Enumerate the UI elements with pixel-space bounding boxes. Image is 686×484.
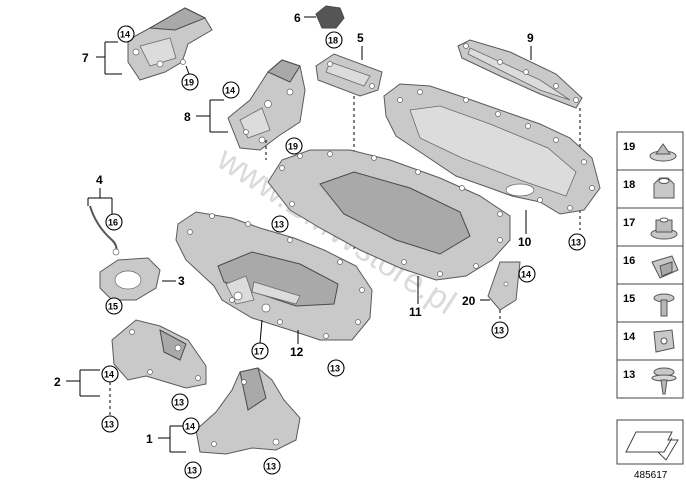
badge-19: 19: [288, 142, 298, 152]
part-20-small-panel: 20 14 13: [462, 261, 536, 339]
badge-13: 13: [330, 364, 340, 374]
badge-16: 16: [108, 218, 118, 228]
badge-14: 14: [225, 86, 235, 96]
badge-13: 13: [571, 238, 581, 248]
spring-clip-icon: [651, 255, 679, 279]
badge-19: 19: [184, 78, 194, 88]
callout-11: 11: [409, 305, 422, 319]
callout-1: 1: [146, 432, 153, 446]
badge-13: 13: [104, 420, 114, 430]
callout-8: 8: [184, 110, 191, 124]
part-3-bezel: 3 15: [99, 257, 185, 315]
badge-13: 13: [174, 398, 184, 408]
part-6-clip: 6 18: [294, 5, 345, 49]
hex-screw-icon: [653, 293, 675, 317]
badge-13: 13: [187, 466, 197, 476]
part-7-shield: [127, 7, 213, 81]
legend-label-14: 14: [623, 331, 636, 343]
badge-15: 15: [108, 302, 118, 312]
direction-arrow-icon: [625, 431, 679, 461]
legend-label-18: 18: [623, 179, 635, 191]
callout-10: 10: [518, 235, 532, 249]
callout-5: 5: [357, 31, 364, 45]
reference-number: 485617: [634, 470, 668, 481]
badge-14: 14: [120, 30, 130, 40]
part-10-rear-panel: 10 13: [383, 83, 601, 251]
part-7-callout: 7 14 19: [82, 25, 199, 91]
part-8-callout: 8 14 19: [184, 81, 303, 160]
badge-14: 14: [185, 422, 195, 432]
callout-6: 6: [294, 11, 301, 25]
callout-2: 2: [54, 375, 61, 389]
badge-18: 18: [328, 36, 338, 46]
part-12-front-panel: 12 17 13: [175, 211, 373, 377]
part-1-shield: 1 14 13 13: [146, 367, 301, 479]
fastener-legend: 19 18 17 16 15 14 13: [616, 131, 684, 465]
flange-nut-icon: [650, 217, 678, 240]
legend-label-16: 16: [623, 255, 635, 267]
hex-nut-icon: [653, 177, 675, 199]
callout-12: 12: [290, 345, 304, 359]
part-9-rail: 9: [457, 31, 583, 230]
part-2-shield: 2 14 13 13: [54, 319, 207, 433]
callout-7: 7: [82, 51, 89, 65]
badge-13: 13: [274, 220, 284, 230]
legend-label-15: 15: [623, 293, 635, 305]
washer-screw-icon: [651, 367, 677, 395]
badge-14: 14: [521, 270, 531, 280]
callout-9: 9: [527, 31, 534, 45]
legend-label-19: 19: [623, 141, 635, 153]
callout-3: 3: [178, 274, 185, 288]
part-8-shield: [227, 59, 306, 151]
legend-label-13: 13: [623, 369, 635, 381]
badge-13: 13: [494, 326, 504, 336]
badge-13: 13: [266, 462, 276, 472]
part-5-bracket: 5: [315, 31, 383, 250]
badge-17: 17: [254, 347, 264, 357]
legend-label-17: 17: [623, 217, 635, 229]
badge-14: 14: [104, 370, 114, 380]
callout-4: 4: [96, 173, 103, 187]
part-4-cable: 4 16: [87, 173, 123, 256]
callout-20: 20: [462, 294, 476, 308]
clip-nut-square-icon: [653, 329, 675, 353]
clip-nut-icon: [649, 143, 677, 162]
part-11-center-panel: 11 13 17: [267, 149, 511, 319]
